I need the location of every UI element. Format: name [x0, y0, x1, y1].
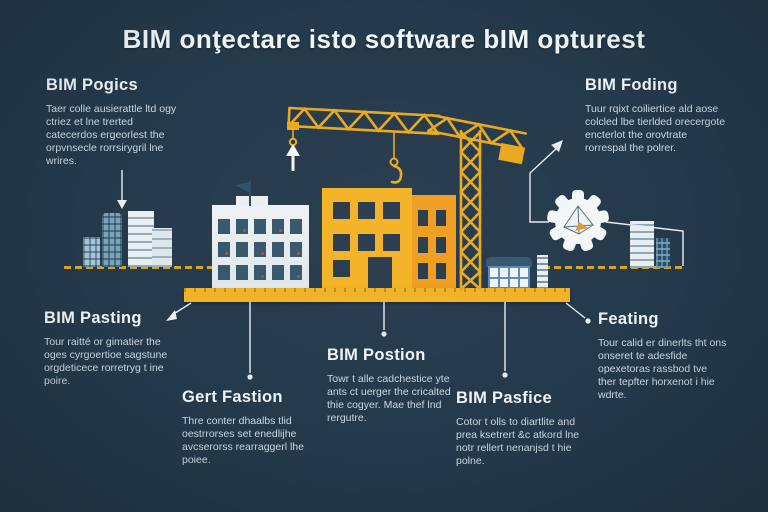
arrow-up-right-icon [551, 140, 563, 152]
callout-body: Towr t alle cadchestice yte ants ct uerg… [327, 373, 451, 424]
ground-line-left [64, 266, 212, 269]
window [418, 263, 428, 279]
crane-counterweight [498, 143, 526, 165]
ladder-icon [537, 255, 548, 289]
callout-heading: BIM Pogics [46, 76, 138, 94]
window [520, 278, 528, 287]
office-building-roof [236, 196, 268, 206]
window [290, 242, 302, 257]
ground-line-right [543, 266, 686, 269]
city-skyline-icon [630, 221, 654, 268]
callout-gert-fastion: Gert Fastion Thre conter dhaalbs tlid oe… [182, 388, 320, 467]
window [510, 268, 518, 277]
platform-base [184, 288, 570, 302]
window [272, 265, 284, 280]
callout-body: Thre conter dhaalbs tlid oestrrorses set… [182, 415, 304, 466]
window [290, 265, 302, 280]
window [272, 219, 284, 234]
callout-bim-pasting: BIM Pasting Tour raitté or gimatier the … [44, 309, 186, 388]
arrow-down-icon [117, 200, 127, 209]
window [418, 237, 428, 253]
gear-icon [547, 190, 609, 252]
window [254, 242, 266, 257]
window [500, 268, 508, 277]
door [368, 257, 392, 290]
callout-feating: Feating Tour calid er dinerlts tht ons o… [598, 310, 728, 402]
window [272, 242, 284, 257]
house-roof [486, 257, 532, 267]
city-skyline-icon [656, 238, 670, 268]
city-skyline-icon [83, 237, 100, 267]
house-icon [486, 257, 532, 289]
city-skyline-icon [102, 213, 122, 267]
window [383, 234, 400, 251]
callout-heading: BIM Pasting [44, 309, 142, 327]
window [236, 219, 248, 234]
page-title: BIM onţectare isto software bIM opturest [122, 24, 646, 54]
house-windows [488, 266, 530, 289]
flag-icon [235, 181, 251, 206]
arrow-up-icon [286, 144, 300, 171]
callout-body: Tour raitté or gimatier the oges cyrgoer… [44, 336, 168, 387]
callout-bim-postion: BIM Postion Towr t alle cadchestice yte … [327, 346, 467, 425]
callout-heading: Feating [598, 310, 659, 328]
callout-body: Taer colle ausierattle ltd ogy ctriez et… [46, 103, 177, 167]
window [290, 219, 302, 234]
office-building-windows [218, 219, 303, 283]
window [254, 265, 266, 280]
construction-annex [412, 195, 456, 290]
window [510, 278, 518, 287]
crane-hook-icon [389, 132, 403, 184]
callout-body: Tour calid er dinerlts tht ons onseret t… [598, 337, 727, 401]
window [436, 210, 446, 226]
window [358, 234, 375, 251]
callout-bim-pogics: BIM Pogics Taer colle ausierattle ltd og… [46, 76, 186, 168]
crane-hook-icon [287, 122, 299, 147]
city-skyline-icon [152, 228, 172, 267]
callout-body: Tuur rqixt coiliertice ald aose colcled … [585, 103, 726, 154]
window [254, 219, 266, 234]
window [218, 219, 230, 234]
connector-lines [117, 140, 684, 380]
window [500, 278, 508, 287]
window [490, 278, 498, 287]
window [418, 210, 428, 226]
window [236, 265, 248, 280]
window [436, 237, 446, 253]
window [218, 242, 230, 257]
callout-bim-foding: BIM Foding Tuur rqixt coiliertice ald ao… [585, 76, 727, 155]
callout-bim-pasfice: BIM Pasfice Cotor t olls to diartlite an… [456, 389, 596, 468]
callout-heading: Gert Fastion [182, 388, 283, 406]
construction-building-icon [322, 188, 412, 290]
window [218, 265, 230, 280]
window [490, 268, 498, 277]
arrow-down-left-icon [166, 310, 177, 321]
window [358, 202, 375, 219]
window [383, 202, 400, 219]
window [333, 234, 350, 251]
callout-heading: BIM Postion [327, 346, 426, 364]
window [236, 242, 248, 257]
window [520, 268, 528, 277]
window [436, 263, 446, 279]
city-skyline-icon [128, 211, 154, 267]
callout-body: Cotor t olls to diartlite and prea ksetr… [456, 416, 580, 467]
window [333, 202, 350, 219]
tower-crane-icon [287, 106, 528, 291]
bim-model-icon [563, 205, 594, 235]
callout-heading: BIM Pasfice [456, 389, 552, 407]
office-building-icon [212, 205, 309, 289]
callout-heading: BIM Foding [585, 76, 678, 94]
platform-ticks [184, 288, 570, 292]
window [333, 260, 350, 277]
